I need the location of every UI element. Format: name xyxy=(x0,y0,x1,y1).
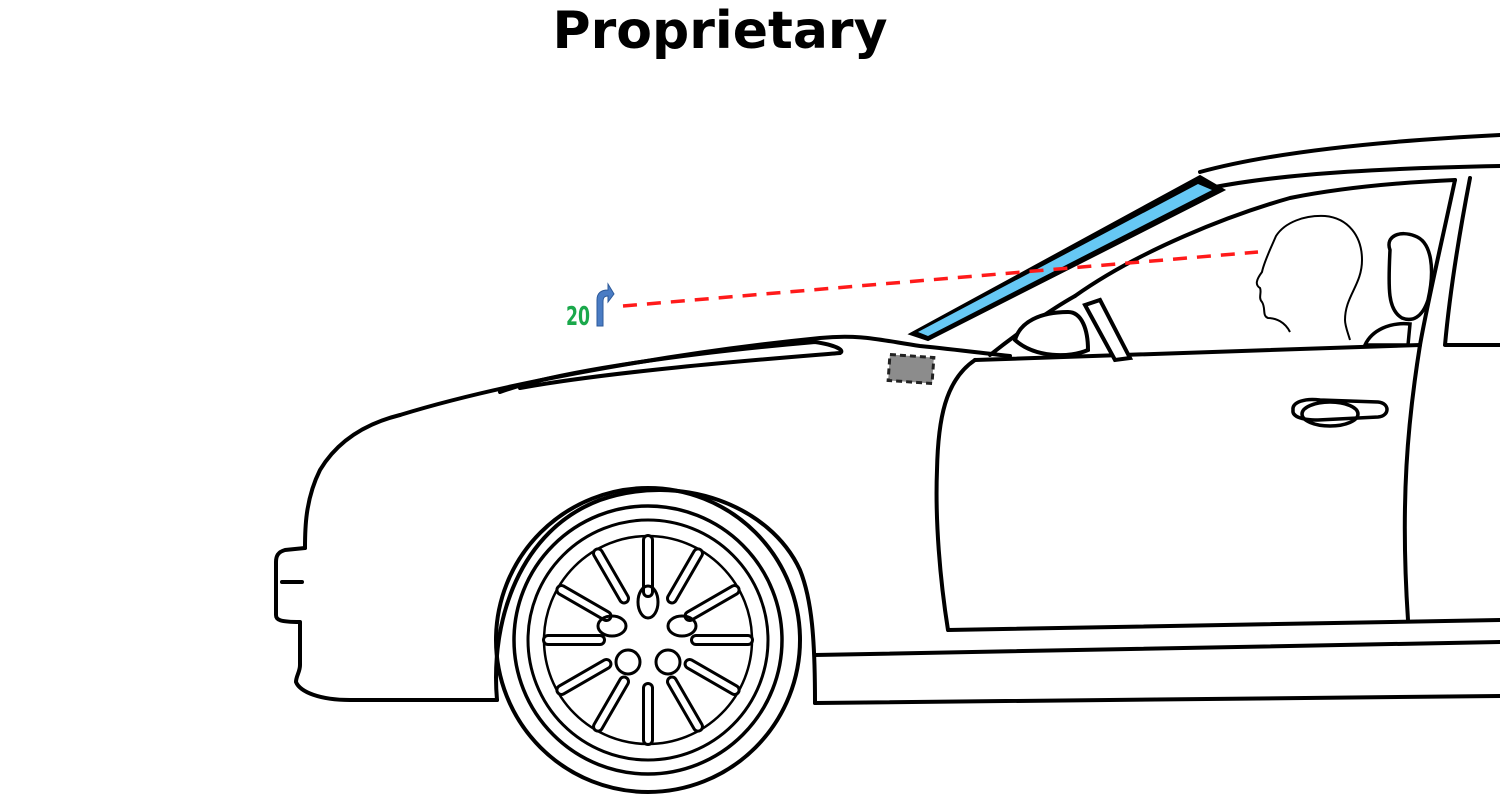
wheel-spoke-inner xyxy=(669,678,701,730)
hud-speed-text: 20 xyxy=(566,302,590,332)
turn-right-arrow-icon xyxy=(596,282,615,327)
wheel-spoke-inner xyxy=(686,661,738,693)
wheel-spoke-inner xyxy=(595,678,627,730)
wheel-spoke-inner xyxy=(669,550,701,602)
driver-head-icon xyxy=(1255,214,1364,341)
wheel-spoke-inner xyxy=(595,550,627,602)
line-of-sight xyxy=(622,250,1259,308)
windshield-hud-display xyxy=(918,184,1212,336)
hud-projector xyxy=(886,352,936,386)
wheel-spoke-inner xyxy=(686,587,738,619)
wheel-spoke-inner xyxy=(558,587,610,619)
seat xyxy=(1362,231,1434,347)
side-mirror xyxy=(1012,297,1134,363)
wheel-spoke-inner xyxy=(558,661,610,693)
front-wheel-icon xyxy=(494,486,802,794)
diagram-title: Proprietary xyxy=(552,1,888,61)
door-handle xyxy=(1291,397,1389,428)
